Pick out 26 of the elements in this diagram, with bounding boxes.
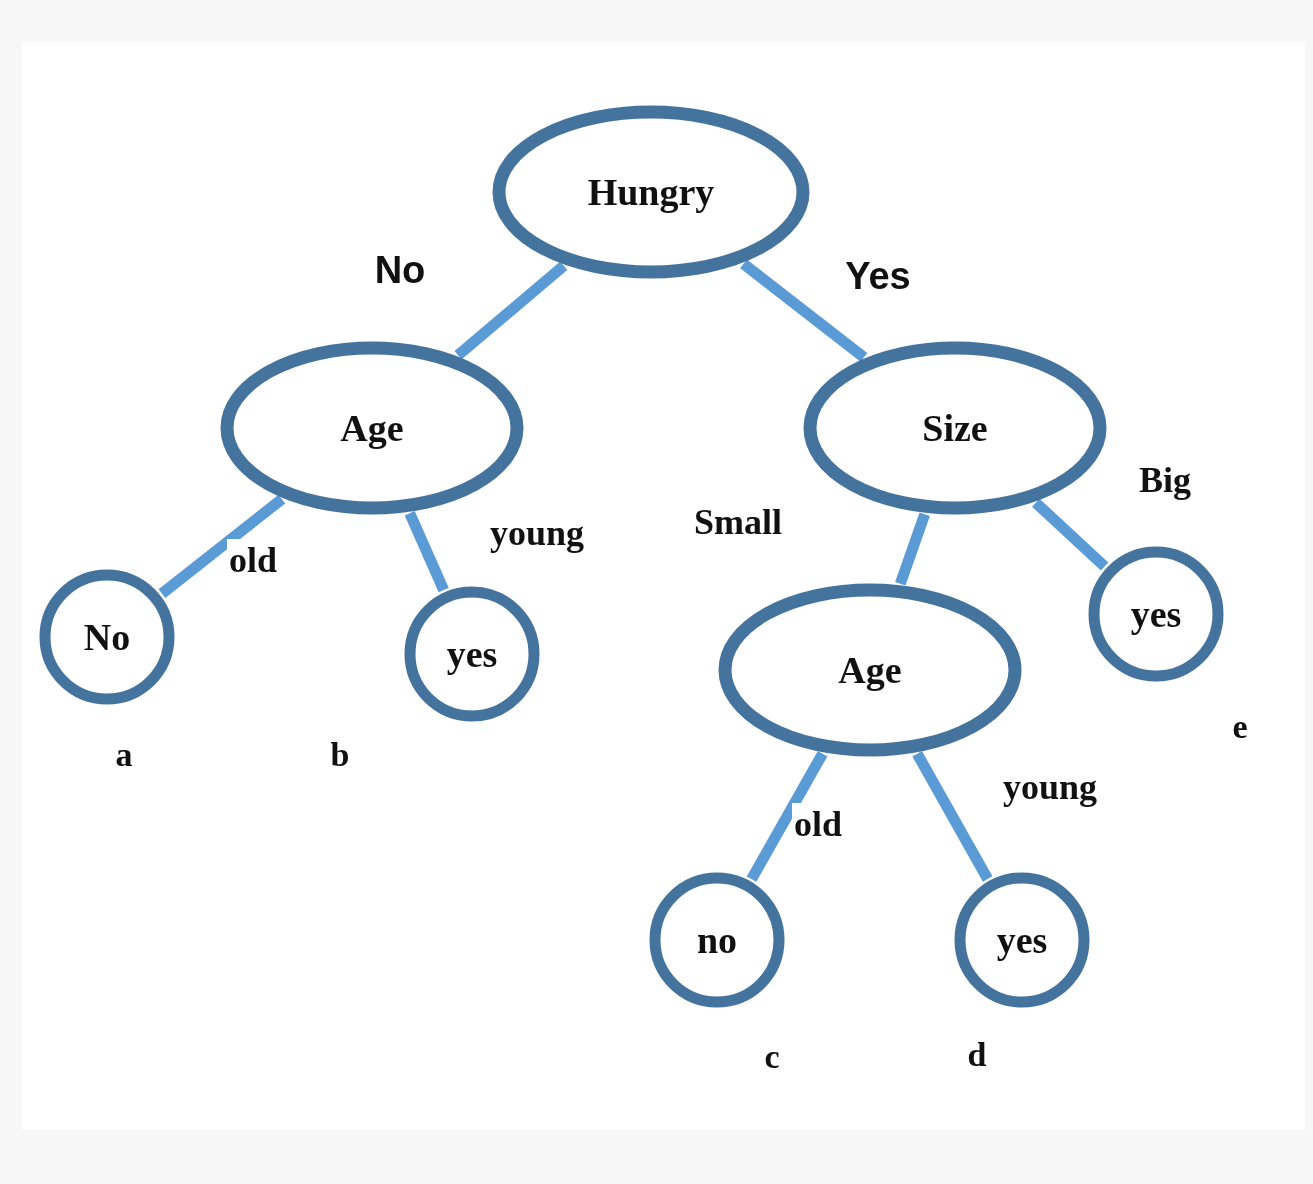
leaf-letter: d	[967, 1036, 987, 1074]
leaf-letter: c	[764, 1038, 780, 1076]
node-label: Size	[922, 406, 988, 450]
decision-ellipse	[718, 583, 1022, 757]
decision-ellipse	[803, 341, 1107, 515]
branch-line	[1032, 498, 1109, 571]
node-label: yes	[446, 632, 498, 676]
node-label: No	[83, 615, 131, 659]
node-label: yes	[996, 918, 1048, 962]
branch-line	[404, 511, 449, 593]
leaf-letter: e	[1232, 708, 1248, 746]
leaf-letter: a	[115, 736, 133, 774]
node-label: yes	[1130, 592, 1182, 636]
branch-line	[746, 750, 828, 882]
node-label: Age	[340, 406, 404, 450]
leaf-letter: b	[330, 736, 350, 774]
branch-line	[740, 259, 868, 362]
node-label: Age	[838, 648, 902, 692]
branch-line	[895, 512, 930, 586]
decision-ellipse	[492, 105, 810, 279]
decision-ellipse	[220, 341, 524, 515]
node-label: no	[696, 918, 738, 962]
branch-line	[454, 261, 568, 360]
branch-line	[912, 751, 993, 882]
node-label: Hungry	[587, 170, 715, 214]
branch-line	[158, 494, 286, 598]
